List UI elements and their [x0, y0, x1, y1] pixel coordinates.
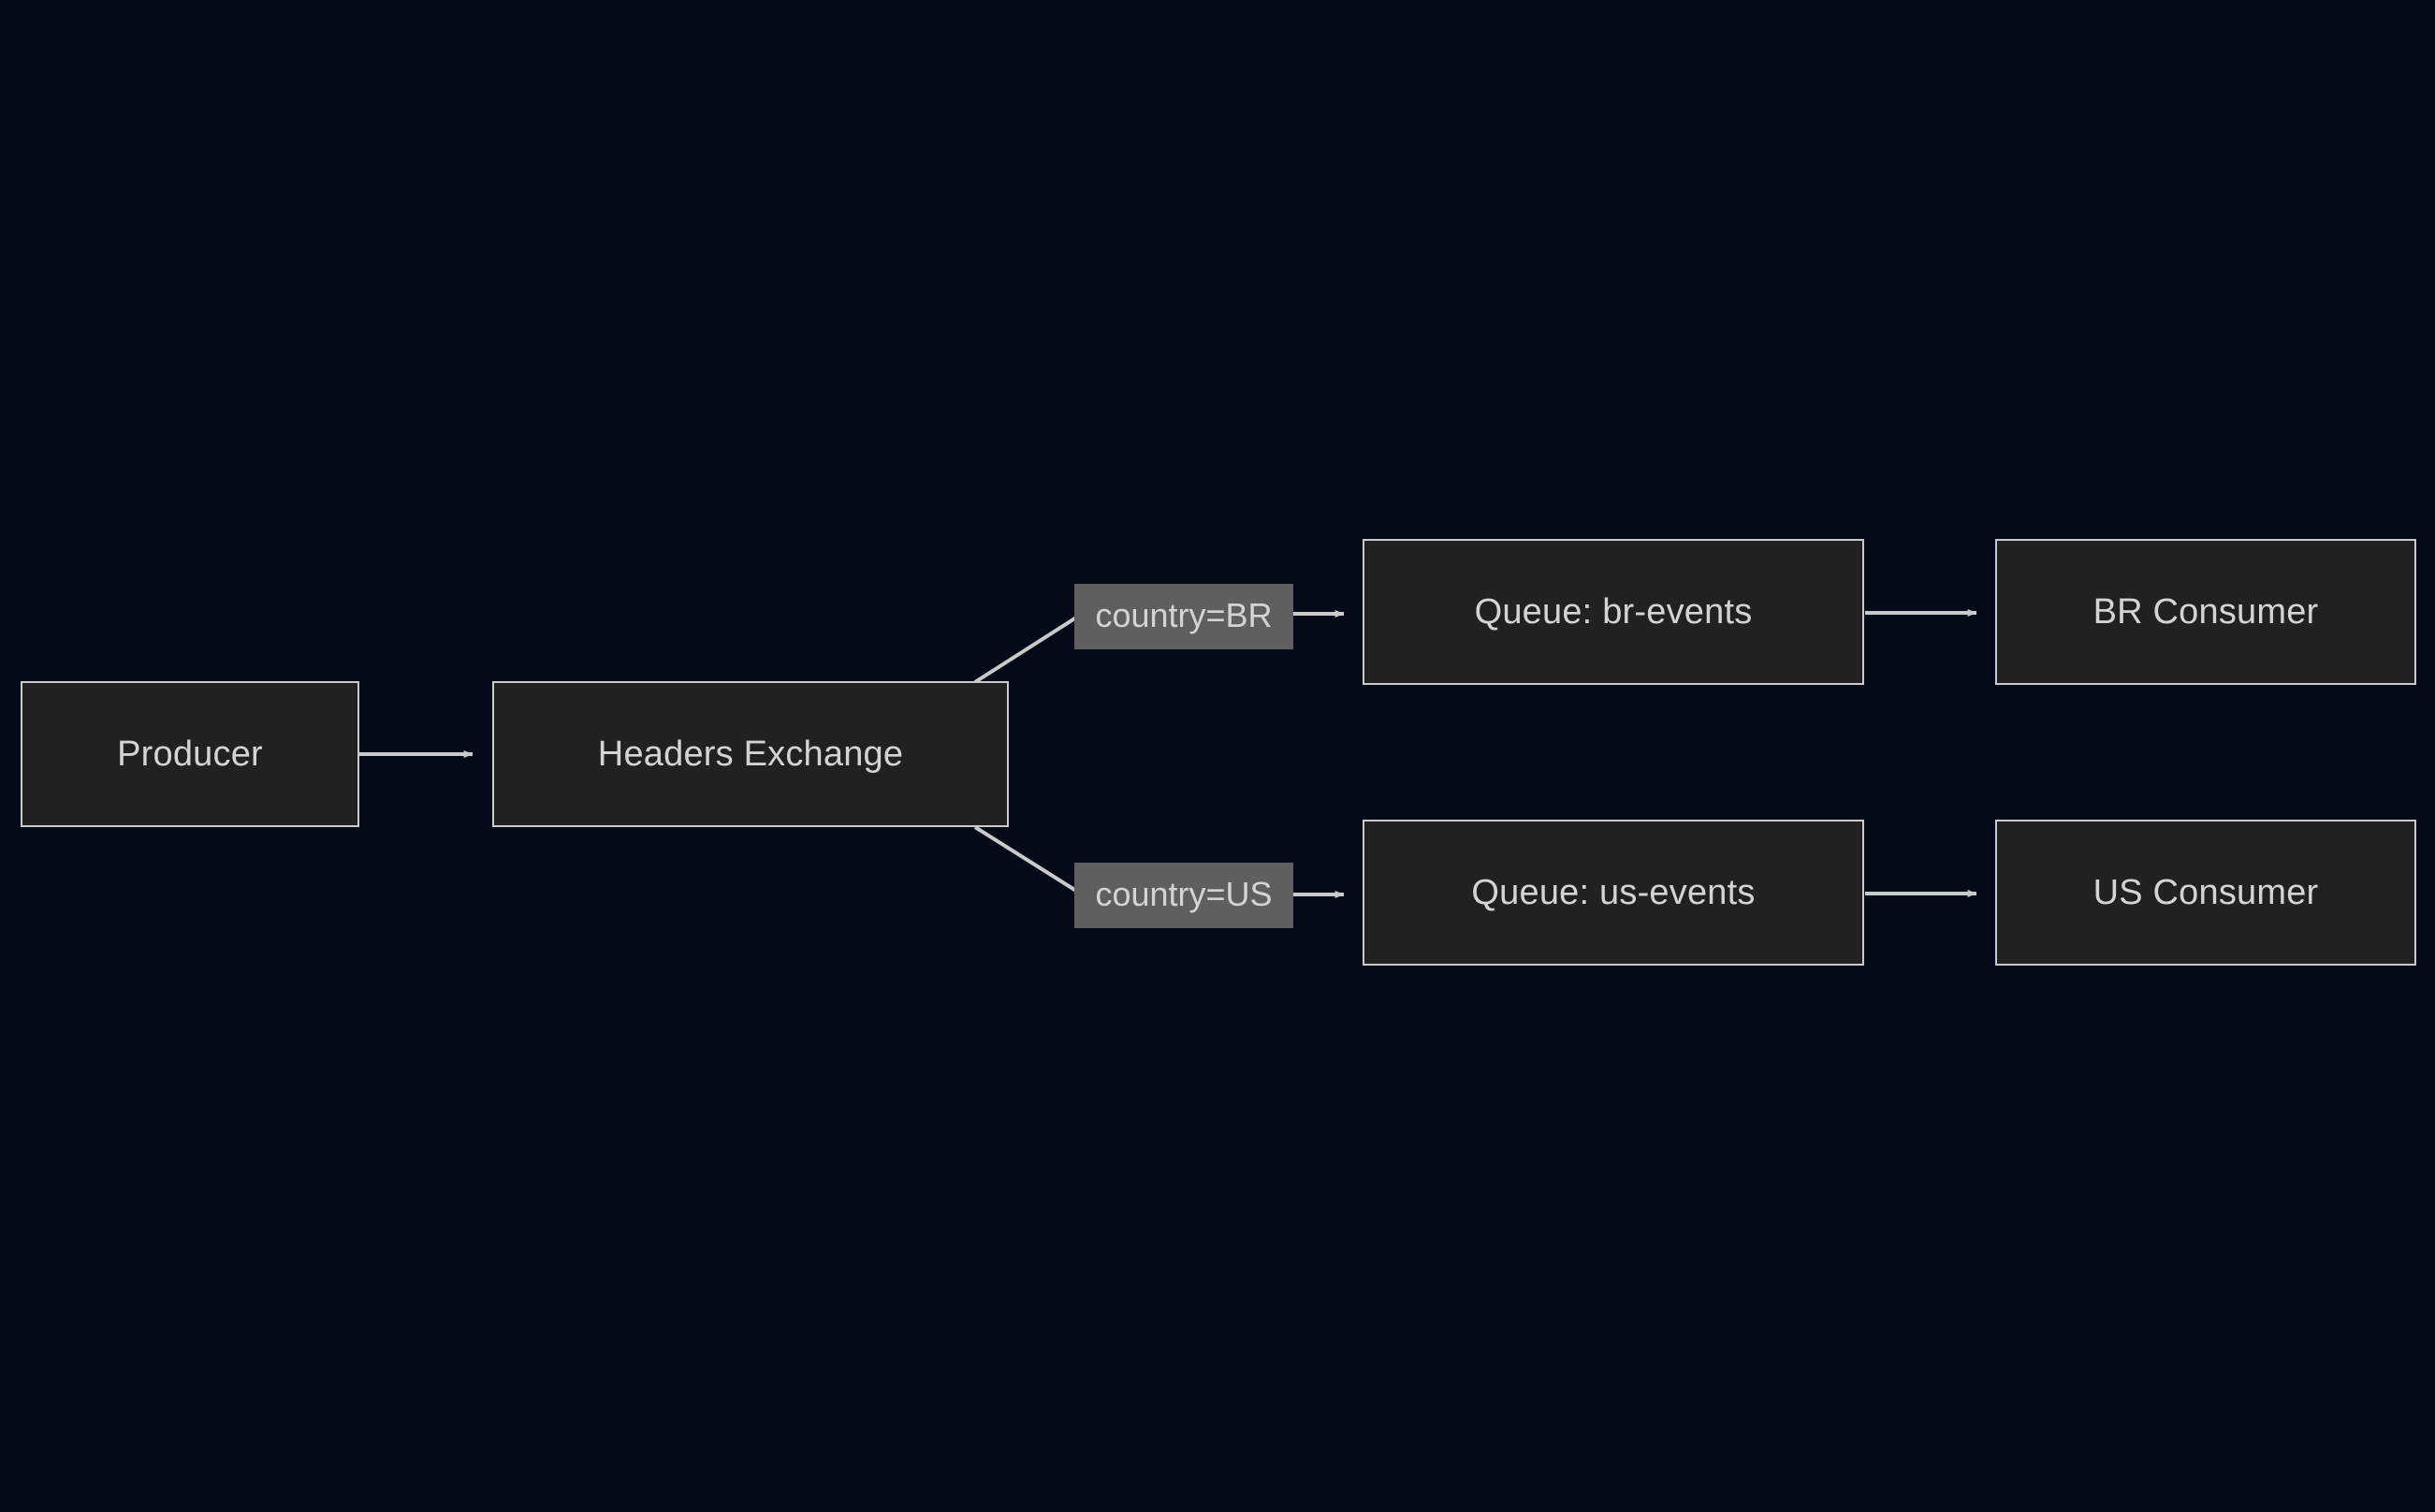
- node-br-consumer[interactable]: BR Consumer: [1995, 539, 2416, 685]
- node-headers-exchange-label: Headers Exchange: [597, 734, 904, 774]
- node-queue-us-events[interactable]: Queue: us-events: [1363, 820, 1864, 966]
- node-us-consumer-label: US Consumer: [2092, 873, 2319, 912]
- node-queue-br-events-label: Queue: br-events: [1474, 592, 1753, 632]
- edge-label-country-us: country=US: [1074, 863, 1293, 928]
- node-br-consumer-label: BR Consumer: [2092, 592, 2319, 632]
- node-producer-label: Producer: [117, 734, 263, 774]
- edge-exchange-to-us-label: [973, 825, 1078, 893]
- node-queue-us-events-label: Queue: us-events: [1471, 873, 1756, 912]
- node-queue-br-events[interactable]: Queue: br-events: [1363, 539, 1864, 685]
- edge-label-country-br: country=BR: [1074, 584, 1293, 649]
- node-us-consumer[interactable]: US Consumer: [1995, 820, 2416, 966]
- node-headers-exchange[interactable]: Headers Exchange: [492, 681, 1009, 827]
- node-producer[interactable]: Producer: [21, 681, 359, 827]
- edge-exchange-to-br-label: [973, 616, 1078, 684]
